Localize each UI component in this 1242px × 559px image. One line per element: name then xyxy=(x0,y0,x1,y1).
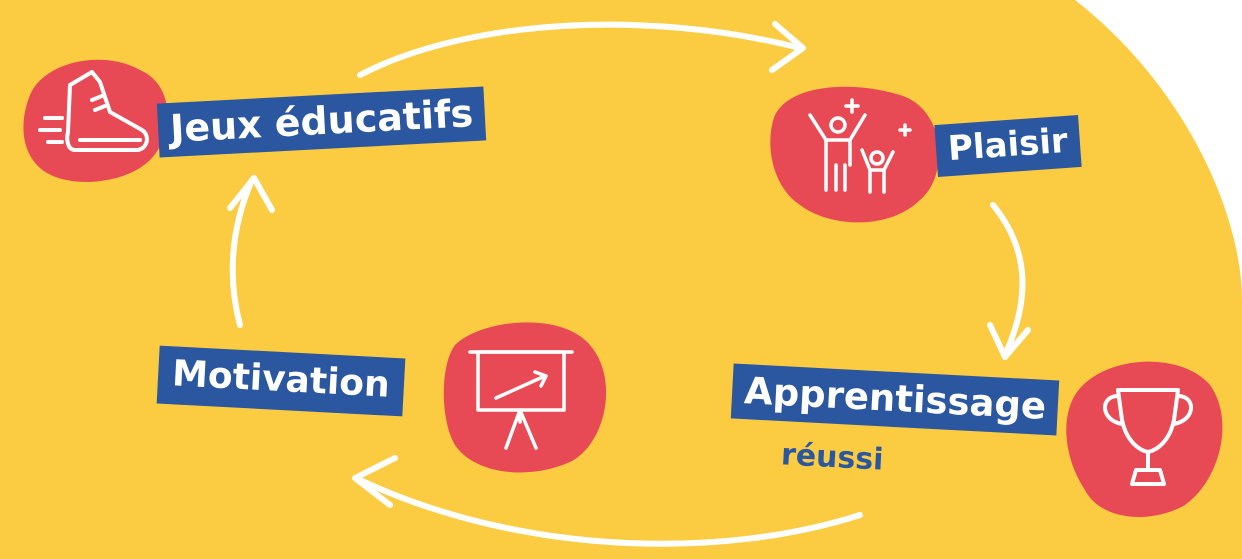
step-label-plaisir: Plaisir xyxy=(934,115,1082,177)
arrow-left xyxy=(229,177,255,328)
blob-motivation xyxy=(443,322,607,473)
arrow-right xyxy=(990,202,1026,358)
presentation-board-icon xyxy=(468,350,574,450)
arrow-bottom xyxy=(357,477,863,547)
arrow-top xyxy=(357,21,803,78)
step-sublabel-reussi: réussi xyxy=(780,437,885,478)
arrow-left-head xyxy=(227,175,275,213)
arrow-top-head xyxy=(769,21,806,73)
arrow-bottom-head xyxy=(352,455,398,508)
arrow-right-head xyxy=(987,322,1031,360)
trophy-icon xyxy=(1103,388,1193,486)
cycle-arrows xyxy=(227,21,1031,547)
sneaker-icon xyxy=(38,70,149,152)
celebrating-people-icon xyxy=(808,98,912,194)
